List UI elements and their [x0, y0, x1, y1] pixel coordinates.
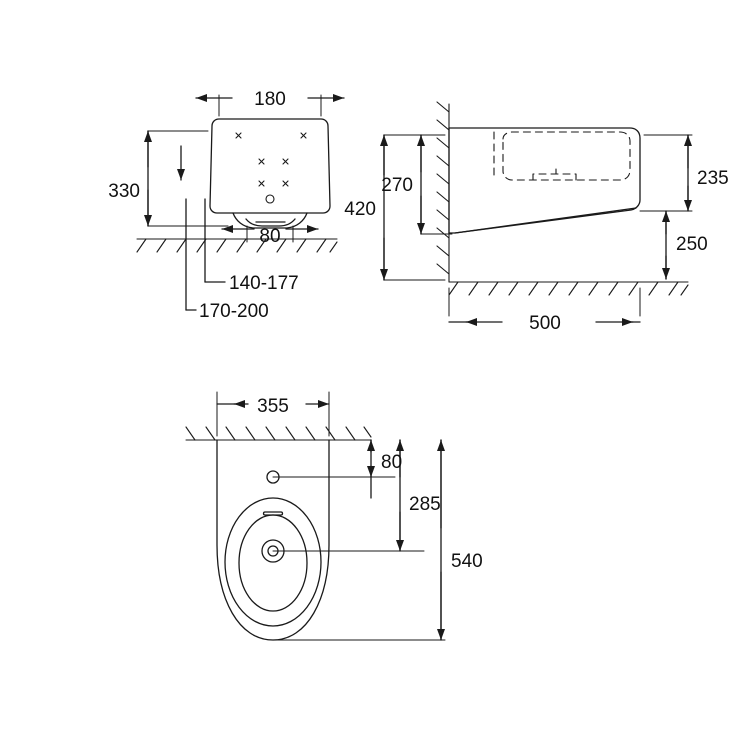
dimension-80-front — [221, 225, 319, 243]
dimension-label-500: 500 — [529, 313, 561, 334]
dimension-140-177 — [204, 198, 226, 283]
dimension-label-270: 270 — [381, 175, 413, 196]
top-view-body — [216, 439, 330, 641]
dimension-label-180: 180 — [254, 89, 286, 110]
dimension-285 — [272, 439, 425, 552]
side-view-floor-hatch — [448, 281, 689, 296]
dimension-label-330: 330 — [108, 181, 140, 202]
dimension-label-540: 540 — [451, 551, 483, 572]
front-view-floor-hatch — [136, 238, 338, 253]
side-view-wall — [436, 101, 450, 283]
dimension-540 — [272, 439, 446, 641]
dimension-label-140-177: 140-177 — [229, 273, 299, 294]
dimension-80-top — [272, 439, 396, 499]
side-view-body — [448, 127, 641, 234]
dimension-label-420: 420 — [344, 199, 376, 220]
dimension-235 — [643, 134, 693, 212]
dimension-500 — [448, 287, 641, 326]
dimension-label-170-200: 170-200 — [199, 301, 269, 322]
dimension-270 — [417, 134, 453, 235]
dimension-label-80-top: 80 — [381, 452, 402, 473]
front-view-fixing-marks — [235, 132, 307, 204]
dimension-label-355: 355 — [257, 396, 289, 417]
dimension-420 — [380, 134, 446, 281]
dimension-355 — [216, 391, 330, 437]
dimension-330 — [144, 130, 229, 227]
dimension-250 — [639, 210, 671, 280]
dimension-label-285: 285 — [409, 494, 441, 515]
dimension-label-80-front: 80 — [259, 226, 280, 247]
dimension-180 — [195, 94, 345, 117]
dimension-label-235: 235 — [697, 168, 729, 189]
front-view-body — [209, 118, 331, 229]
top-view-wall-hatch — [185, 426, 372, 441]
dimension-label-250: 250 — [676, 234, 708, 255]
dimension-170-200 — [185, 198, 197, 311]
